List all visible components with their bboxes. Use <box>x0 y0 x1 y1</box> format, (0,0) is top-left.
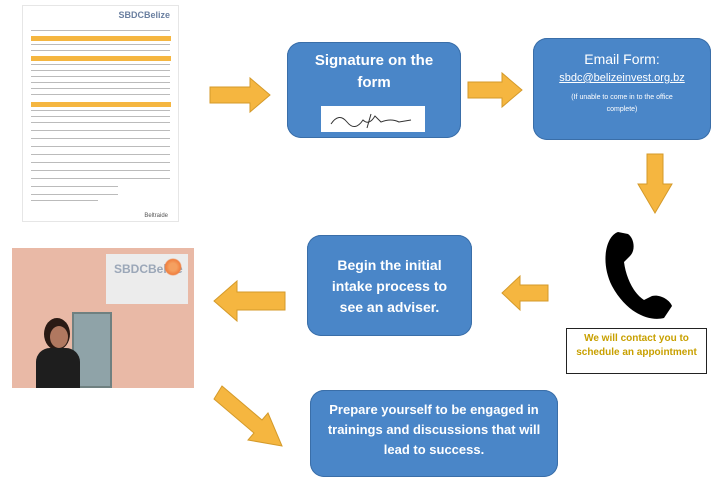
person-body <box>36 348 80 388</box>
arrow-right-2-icon <box>467 71 523 109</box>
appointment-callout: We will contact you to schedule an appoi… <box>566 328 707 374</box>
arrow-left-2-icon <box>213 279 286 323</box>
step-intake-box: Begin the initial intake process to see … <box>307 235 472 336</box>
step-intake-text: Begin the initial intake process to see … <box>331 257 448 315</box>
step-prepare-box: Prepare yourself to be engaged in traini… <box>310 390 558 477</box>
beltraide-logo: Beltraide <box>144 213 168 219</box>
step-email-box: Email Form: sbdc@belizeinvest.org.bz (If… <box>533 38 711 140</box>
email-link[interactable]: sbdc@belizeinvest.org.bz <box>559 72 685 84</box>
signature-image <box>321 106 425 132</box>
telephone-icon <box>605 232 672 319</box>
logo-flower-icon <box>164 258 182 276</box>
office-entrance-photo: SBDCBelize <box>12 248 194 388</box>
step-signature-title: Signature on the form <box>314 52 434 91</box>
arrow-right-1-icon <box>209 76 271 114</box>
intake-form-thumbnail: SBDCBelize Beltraide <box>22 5 179 222</box>
arrow-left-1-icon <box>501 274 549 312</box>
sbdc-belize-logo: SBDCBelize <box>118 10 170 20</box>
step-signature-box: Signature on the form <box>287 42 461 138</box>
arrow-down-icon <box>637 153 673 214</box>
step-prepare-text: Prepare yourself to be engaged in traini… <box>327 402 541 457</box>
email-note: (If unable to come in to the office comp… <box>571 94 673 113</box>
arrow-diagonal-icon <box>213 385 283 447</box>
signature-scribble-icon <box>330 113 412 129</box>
appointment-callout-text: We will contact you to schedule an appoi… <box>576 333 697 358</box>
person-face <box>50 326 68 348</box>
step-email-title: Email Form: <box>584 51 660 67</box>
